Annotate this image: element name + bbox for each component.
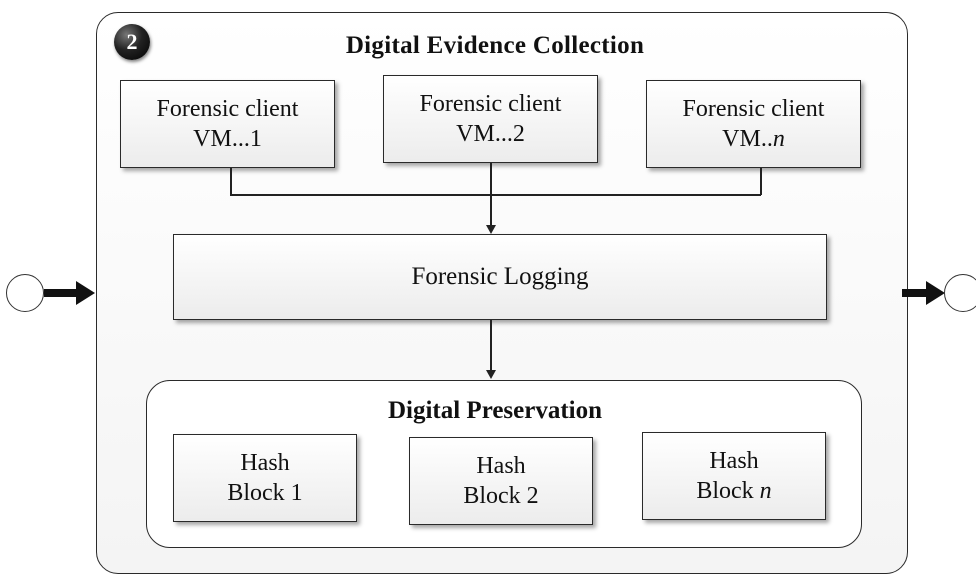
output-circle — [944, 274, 976, 312]
hash-block-2-line1: Hash — [476, 453, 526, 479]
hash-block-1-line2: Block 1 — [227, 480, 303, 506]
hash-block-n-line2-italic: n — [759, 478, 772, 504]
connector-client3-down — [760, 168, 762, 195]
connector-client1-down — [230, 168, 232, 195]
arrowhead-to-logging — [486, 225, 496, 234]
hash-block-n-line2: Block n — [696, 476, 771, 506]
connector-logging-down — [490, 320, 492, 372]
output-arrow — [902, 281, 945, 305]
diagram-title: Digital Evidence Collection — [345, 32, 645, 59]
arrowhead-to-preservation — [486, 370, 496, 379]
input-circle — [6, 274, 44, 312]
client-n-line1: Forensic client — [682, 96, 825, 122]
hash-block-1-line1: Hash — [240, 450, 290, 476]
forensic-client-box-n: Forensic client VM..n — [646, 80, 861, 168]
forensic-client-box-2: Forensic client VM...2 — [383, 75, 598, 163]
client-2-line1: Forensic client — [419, 91, 562, 117]
forensic-client-box-1: Forensic client VM...1 — [120, 80, 335, 168]
hash-block-n-line2-prefix: Block — [696, 478, 760, 504]
client-n-line2: VM..n — [722, 124, 785, 154]
forensic-logging-label: Forensic Logging — [411, 263, 589, 290]
hash-block-2: Hash Block 2 — [409, 437, 593, 525]
client-2-line2: VM...2 — [456, 121, 525, 147]
hash-block-1: Hash Block 1 — [173, 434, 357, 522]
client-n-line2-italic: n — [772, 126, 785, 152]
input-arrow — [44, 281, 95, 305]
hash-block-n-line1: Hash — [709, 448, 759, 474]
connector-merge-horizontal — [230, 194, 761, 196]
hash-block-2-line2: Block 2 — [463, 483, 539, 509]
connector-client2-down — [490, 163, 492, 227]
forensic-logging-box: Forensic Logging — [173, 234, 827, 320]
client-n-line2-prefix: VM.. — [722, 126, 773, 152]
digital-preservation-title: Digital Preservation — [387, 397, 603, 424]
client-1-line1: Forensic client — [156, 96, 299, 122]
hash-block-n: Hash Block n — [642, 432, 826, 520]
client-1-line2: VM...1 — [193, 126, 262, 152]
step-number-badge: 2 — [114, 24, 150, 60]
